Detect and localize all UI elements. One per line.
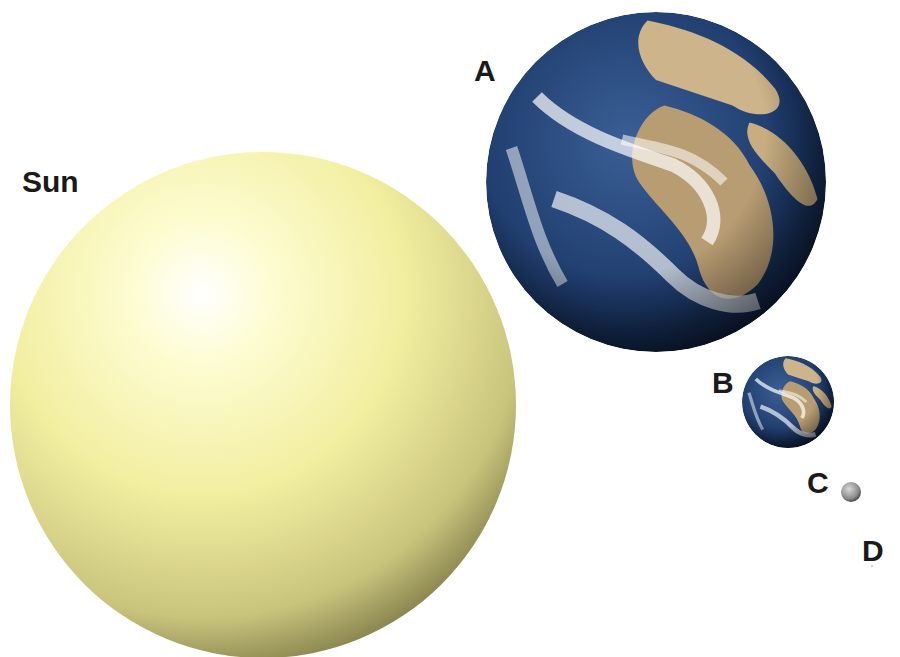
planet-a (486, 12, 826, 352)
planet-b (742, 356, 834, 448)
body-label: B (712, 368, 734, 398)
sun-sphere (10, 152, 516, 657)
body-c (841, 482, 861, 502)
body-label: A (474, 56, 496, 86)
body-label: D (862, 536, 884, 566)
body-label: Sun (22, 167, 79, 197)
body-label: C (807, 468, 829, 498)
